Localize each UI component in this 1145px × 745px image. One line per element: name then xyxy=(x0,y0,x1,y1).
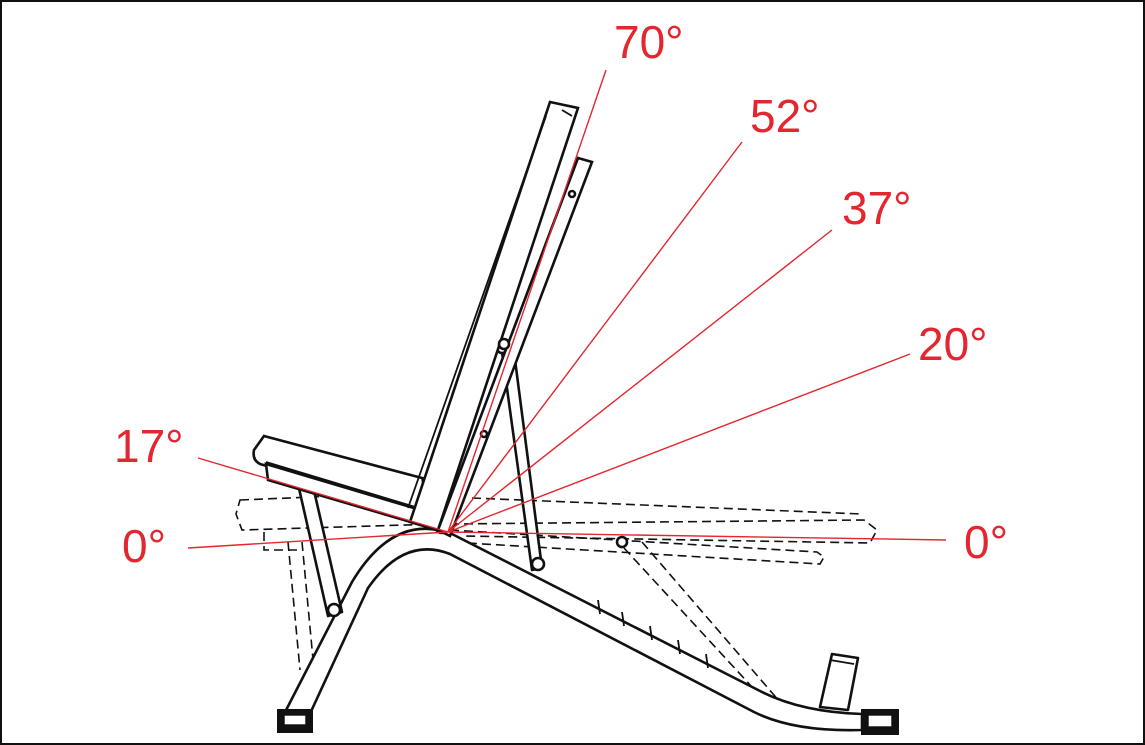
label-20: 20° xyxy=(918,318,988,370)
angle-line-70 xyxy=(447,69,607,533)
label-0-right: 0° xyxy=(964,516,1008,568)
angle-line-20 xyxy=(447,353,911,533)
angle-line-17 xyxy=(197,457,449,533)
decline-backrest-inner xyxy=(471,497,863,515)
angle-line-0-right xyxy=(447,531,947,541)
label-37: 37° xyxy=(842,182,912,234)
decline-backrest-outline xyxy=(449,519,879,544)
label-17: 17° xyxy=(114,420,184,472)
adjustment-notches xyxy=(597,599,709,669)
backrest-pad xyxy=(407,100,594,538)
label-52: 52° xyxy=(750,90,820,142)
bench-frame xyxy=(277,341,899,735)
seat-support-leg-dashed xyxy=(287,541,315,671)
rear-handle-post xyxy=(818,652,860,712)
back-support-strut-dashed xyxy=(623,541,781,703)
angle-line-0-left xyxy=(187,531,449,549)
angle-line-52 xyxy=(447,141,743,533)
label-0-left: 0° xyxy=(122,520,166,572)
angle-labels: 70° 52° 37° 20° 0° 17° 0° xyxy=(114,16,1008,572)
angle-line-37 xyxy=(447,229,833,533)
angle-lines xyxy=(187,69,947,549)
label-70: 70° xyxy=(614,16,684,68)
